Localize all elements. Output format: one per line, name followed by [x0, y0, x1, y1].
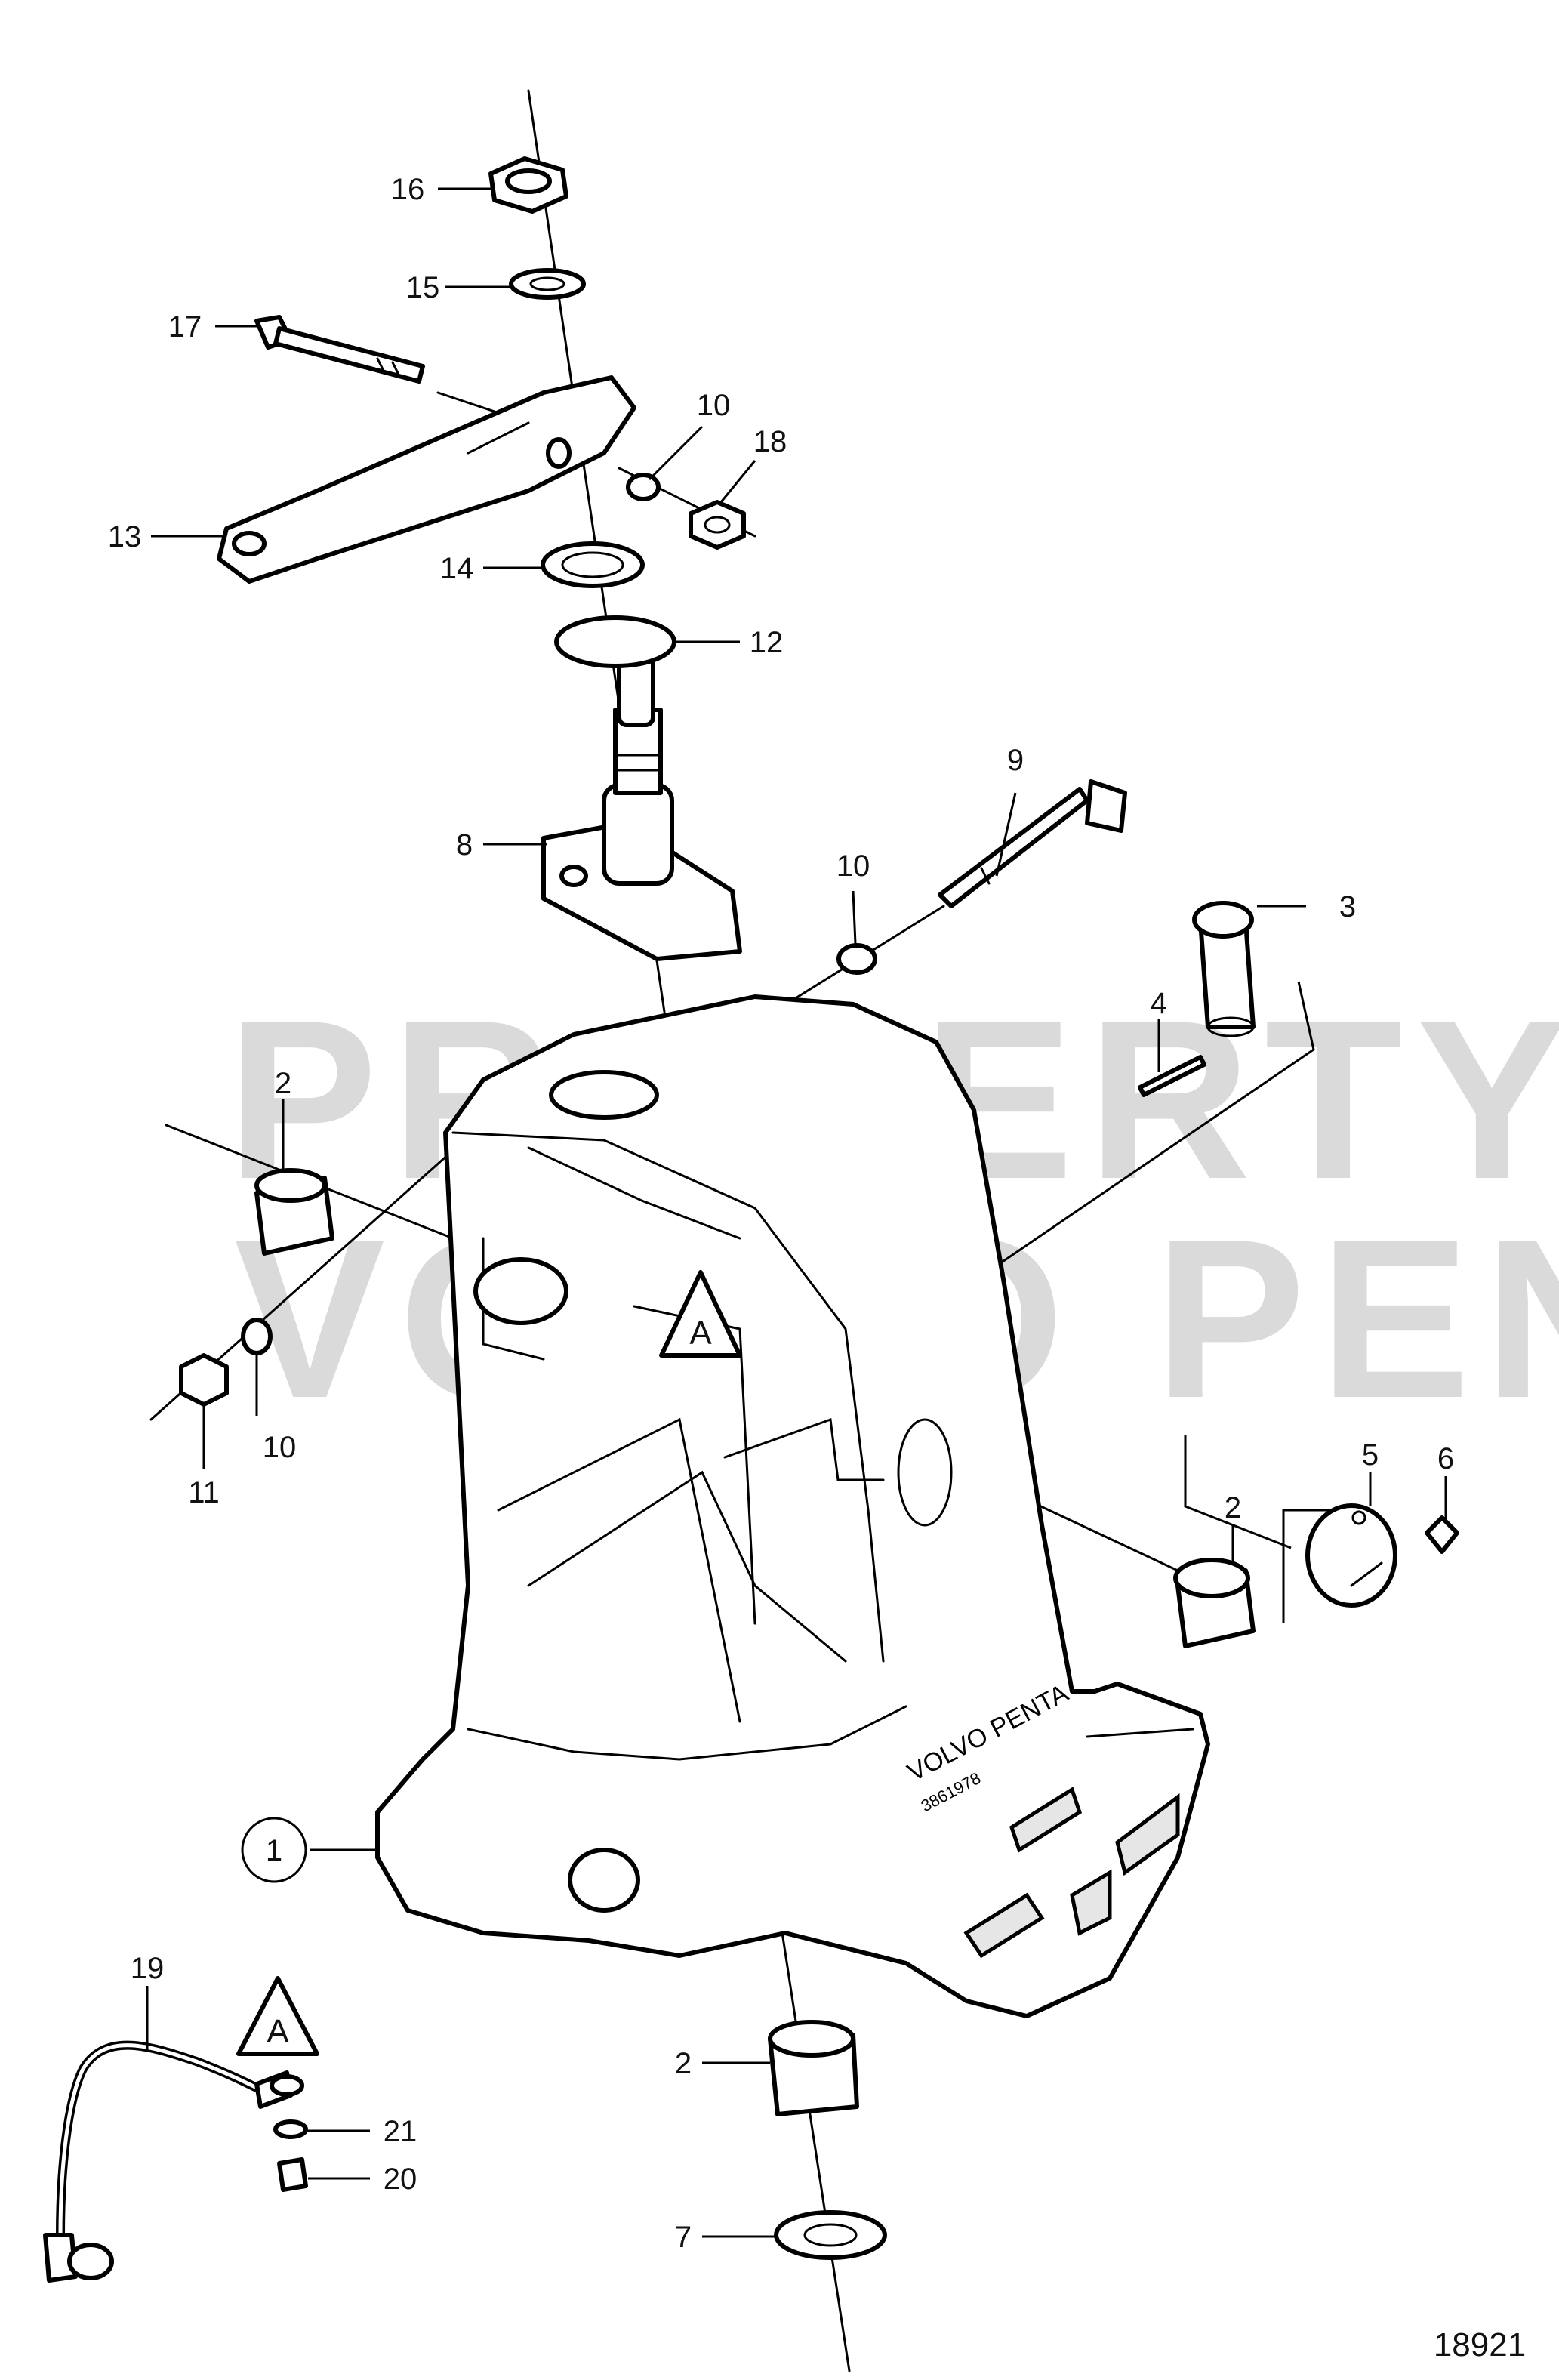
callout-10-lower: 10 [263, 1431, 297, 1464]
washer-14 [541, 541, 645, 588]
screw-6 [1425, 1515, 1459, 1554]
nut-16 [488, 156, 568, 214]
cover-plate-5 [1305, 1503, 1397, 1608]
callout-leaders [146, 187, 1447, 2238]
view-reference-label-lower: A [267, 2013, 289, 2050]
washer-10-upper [626, 473, 661, 501]
callout-17: 17 [168, 310, 202, 344]
view-reference-triangle-upper: A [659, 1270, 742, 1358]
bushing-2-right [1173, 1558, 1256, 1648]
callout-5: 5 [1362, 1438, 1379, 1472]
callout-18: 18 [753, 425, 787, 458]
callout-9: 9 [1007, 744, 1024, 777]
nut-18 [689, 500, 746, 550]
washer-7 [774, 2210, 887, 2260]
washer-10-middle [836, 943, 877, 975]
callout-labels: 16 15 17 10 18 13 14 12 9 8 10 3 4 2 11 … [108, 173, 1454, 2254]
callout-19: 19 [131, 1952, 165, 1985]
nut-11 [179, 1353, 229, 1407]
callout-14: 14 [440, 552, 474, 585]
o-ring-12 [554, 615, 676, 668]
callout-12: 12 [750, 626, 784, 659]
bushing-2-bottom [768, 2020, 859, 2116]
callout-3: 3 [1339, 890, 1356, 923]
callout-circle-1 [241, 1817, 307, 1883]
callout-7: 7 [675, 2221, 692, 2254]
callout-11: 11 [188, 1476, 220, 1509]
callout-2-left: 2 [275, 1067, 291, 1100]
callout-16: 16 [391, 173, 425, 206]
pin-3 [1192, 901, 1256, 1037]
figure-id: 18921 [1434, 2326, 1526, 2363]
washer-10-lower [241, 1318, 273, 1355]
callout-6: 6 [1437, 1442, 1454, 1475]
screw-20 [277, 2157, 308, 2192]
ground-cable-19 [43, 2040, 304, 2283]
housing-bracket: VOLVO PENTA 3861978 [375, 994, 1210, 2018]
callout-15: 15 [406, 271, 440, 304]
callout-2-right: 2 [1225, 1491, 1241, 1524]
bolt-9 [938, 779, 1127, 908]
callout-13: 13 [108, 520, 142, 553]
callout-1: 1 [266, 1834, 282, 1867]
bolt-17 [254, 315, 425, 384]
callout-10-middle: 10 [836, 849, 870, 883]
callout-2-bottom: 2 [675, 2047, 692, 2080]
washer-15 [509, 268, 586, 300]
callout-20: 20 [384, 2163, 417, 2196]
cotter-pin-4 [1138, 1055, 1206, 1097]
view-reference-triangle-lower: A [236, 1976, 319, 2056]
callout-21: 21 [384, 2115, 417, 2148]
callout-8: 8 [456, 828, 473, 862]
steering-swivel-shaft [541, 655, 742, 961]
steering-arm [217, 375, 636, 584]
bushing-2-left [254, 1168, 334, 1256]
view-reference-label-upper: A [689, 1315, 712, 1352]
callout-10-upper: 10 [697, 389, 731, 422]
callout-4: 4 [1151, 987, 1167, 1020]
washer-21 [273, 2119, 308, 2139]
